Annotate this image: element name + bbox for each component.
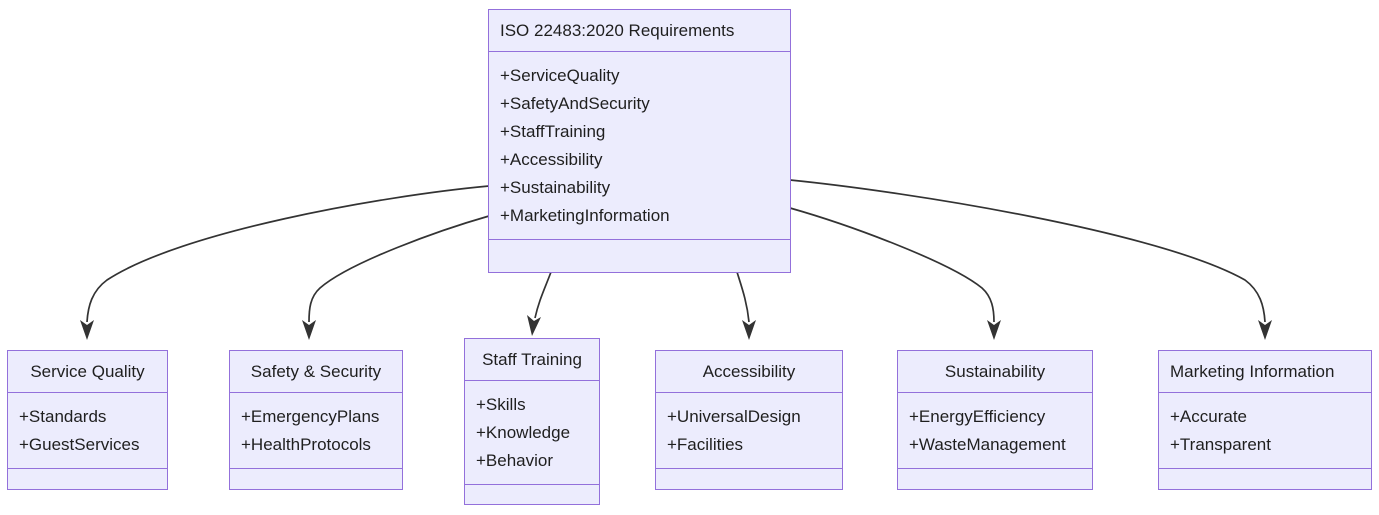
edge-path-staff-training (534, 271, 552, 319)
class-attributes-service-quality: +Standards +GuestServices (8, 393, 167, 469)
arrow-head-safety-security (302, 320, 316, 340)
class-title-marketing-information: Marketing Information (1159, 351, 1371, 393)
class-node-staff-training[interactable]: Staff Training +Skills +Knowledge +Behav… (464, 338, 600, 505)
class-methods-accessibility (656, 469, 842, 489)
class-title-safety-security: Safety & Security (230, 351, 402, 393)
attribute-row: +ServiceQuality (500, 66, 620, 85)
class-node-root[interactable]: ISO 22483:2020 Requirements +ServiceQual… (488, 9, 791, 273)
class-title-staff-training: Staff Training (465, 339, 599, 381)
class-methods-sustainability (898, 469, 1092, 489)
class-attributes-sustainability: +EnergyEfficiency +WasteManagement (898, 393, 1092, 469)
attribute-row: +Accessibility (500, 150, 603, 169)
arrow-head-marketing-information (1258, 320, 1272, 340)
arrow-head-accessibility (742, 320, 756, 340)
arrow-head-staff-training (527, 315, 541, 336)
class-attributes-accessibility: +UniversalDesign +Facilities (656, 393, 842, 469)
edge-path-marketing-information (789, 179, 1266, 323)
class-title-root: ISO 22483:2020 Requirements (489, 10, 790, 52)
attribute-row: +Transparent (1170, 435, 1271, 454)
attribute-row: +Accurate (1170, 407, 1248, 426)
attribute-row: +UniversalDesign (667, 407, 801, 426)
attribute-row: +Knowledge (476, 423, 571, 442)
attribute-row: +HealthProtocols (241, 435, 371, 454)
class-node-safety-security[interactable]: Safety & Security +EmergencyPlans +Healt… (229, 350, 403, 490)
class-node-service-quality[interactable]: Service Quality +Standards +GuestService… (7, 350, 168, 490)
arrow-head-sustainability (987, 320, 1001, 340)
attribute-row: +WasteManagement (909, 435, 1066, 454)
attribute-row: +Sustainability (500, 178, 611, 197)
attribute-row: +Standards (19, 407, 107, 426)
class-attributes-staff-training: +Skills +Knowledge +Behavior (465, 381, 599, 485)
class-methods-staff-training (465, 485, 599, 504)
attribute-row: +Skills (476, 395, 526, 414)
class-node-accessibility[interactable]: Accessibility +UniversalDesign +Faciliti… (655, 350, 843, 490)
attribute-row: +Behavior (476, 451, 554, 470)
edge-path-service-quality (86, 185, 490, 323)
class-attributes-marketing-information: +Accurate +Transparent (1159, 393, 1371, 469)
attribute-row: +MarketingInformation (500, 206, 670, 225)
class-methods-marketing-information (1159, 469, 1371, 489)
edge-path-safety-security (308, 215, 490, 323)
class-node-sustainability[interactable]: Sustainability +EnergyEfficiency +WasteM… (897, 350, 1093, 490)
class-title-sustainability: Sustainability (898, 351, 1092, 393)
edge-root-to-marketing-information (789, 179, 1272, 340)
attribute-row: +EnergyEfficiency (909, 407, 1046, 426)
class-methods-root (489, 240, 790, 272)
edge-path-accessibility (736, 271, 750, 323)
edge-root-to-service-quality (80, 185, 490, 340)
class-title-service-quality: Service Quality (8, 351, 167, 393)
class-attributes-root: +ServiceQuality +SafetyAndSecurity +Staf… (489, 52, 790, 240)
attribute-row: +StaffTraining (500, 122, 606, 141)
edge-root-to-sustainability (789, 207, 1001, 340)
attribute-row: +EmergencyPlans (241, 407, 380, 426)
class-node-marketing-information[interactable]: Marketing Information +Accurate +Transpa… (1158, 350, 1372, 490)
class-title-accessibility: Accessibility (656, 351, 842, 393)
class-methods-safety-security (230, 469, 402, 489)
attribute-row: +Facilities (667, 435, 744, 454)
edge-root-to-staff-training (527, 271, 552, 336)
class-attributes-safety-security: +EmergencyPlans +HealthProtocols (230, 393, 402, 469)
arrow-head-service-quality (80, 320, 94, 340)
attribute-row: +GuestServices (19, 435, 140, 454)
edge-root-to-accessibility (736, 271, 756, 340)
edge-path-sustainability (789, 207, 995, 323)
attribute-row: +SafetyAndSecurity (500, 94, 650, 113)
edge-root-to-safety-security (302, 215, 490, 340)
class-methods-service-quality (8, 469, 167, 489)
